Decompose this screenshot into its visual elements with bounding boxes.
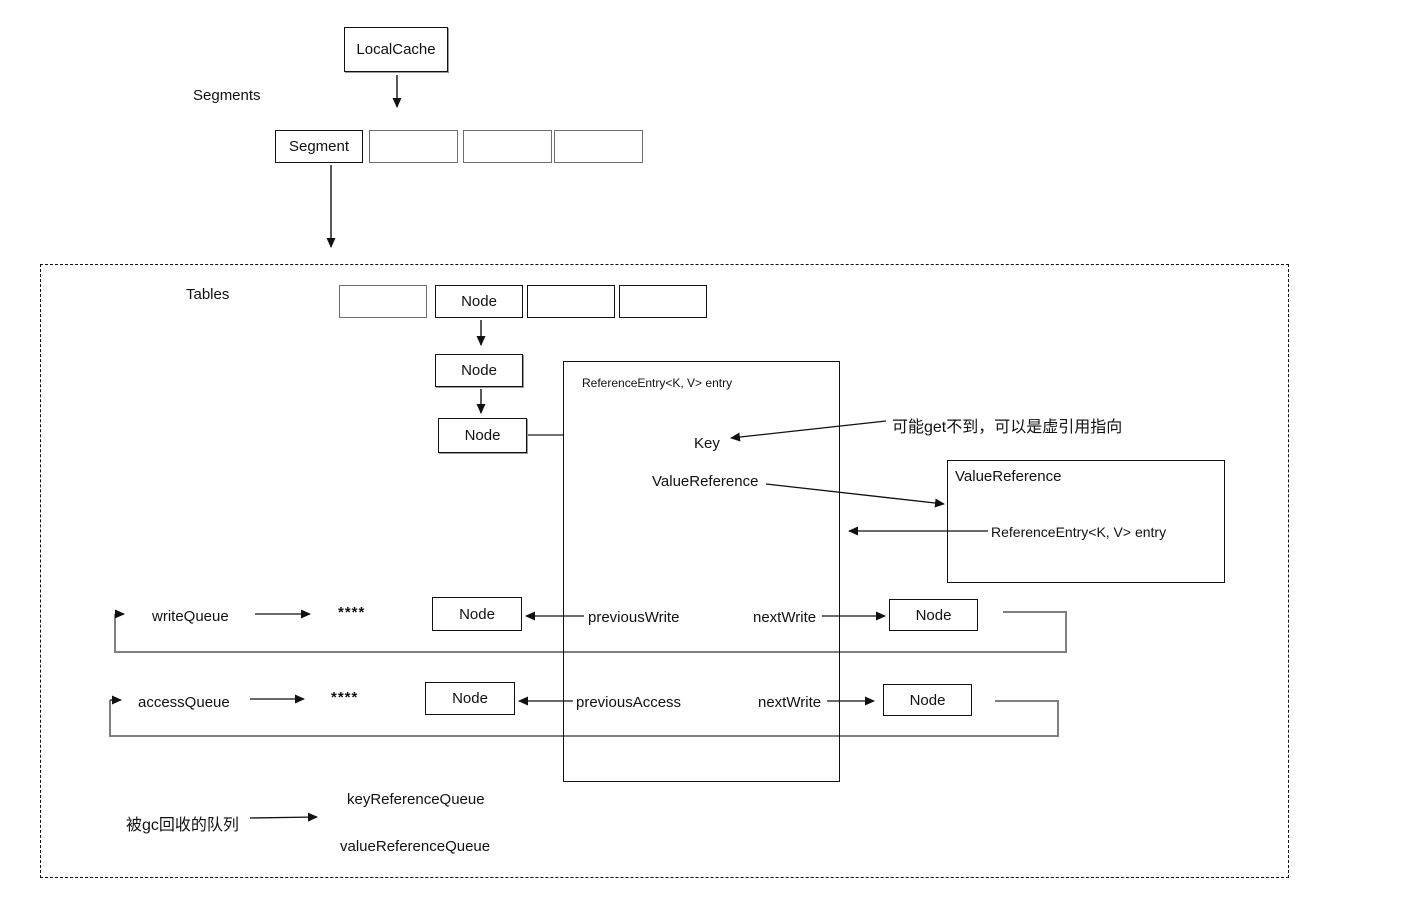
key-weak-reference-note: 可能get不到，可以是虚引用指向 xyxy=(892,419,1123,436)
table-cell-3 xyxy=(619,285,707,318)
writequeue-node-right: Node xyxy=(889,599,978,631)
valuereference-field-label: ValueReference xyxy=(652,473,759,490)
localcache-label: LocalCache xyxy=(356,41,436,58)
node-chain-box-2: Node xyxy=(438,418,527,453)
segment-cell-2 xyxy=(463,130,552,163)
node-label: Node xyxy=(459,605,495,623)
reference-entry-title: ReferenceEntry<K, V> entry xyxy=(582,376,733,390)
segment-cell-3 xyxy=(554,130,643,163)
arrow-note-to-key xyxy=(730,420,887,442)
keyreferencequeue-label: keyReferenceQueue xyxy=(347,791,485,808)
segment-cell-0: Segment xyxy=(275,130,363,163)
arrow-gcnote-to-queues xyxy=(249,812,318,822)
reference-entry-box xyxy=(563,361,840,782)
loop-writequeue xyxy=(114,611,1067,653)
node-label: Node xyxy=(464,427,501,444)
table-cell-1: Node xyxy=(435,285,523,318)
accessqueue-nextwrite-label: nextWrite xyxy=(758,694,822,711)
accessqueue-stars: **** xyxy=(331,689,359,706)
writequeue-label: writeQueue xyxy=(152,608,229,625)
localcache-box: LocalCache xyxy=(344,27,448,72)
table-cell-2 xyxy=(527,285,615,318)
valuereferencequeue-label: valueReferenceQueue xyxy=(340,838,491,855)
segment-detail-frame xyxy=(40,264,1289,878)
accessqueue-label: accessQueue xyxy=(138,694,230,711)
writequeue-node-left: Node xyxy=(432,597,522,631)
writequeue-stars: **** xyxy=(338,604,366,621)
node-chain-box-1: Node xyxy=(435,354,523,387)
table-cell-label: Node xyxy=(461,293,497,310)
valuereference-box xyxy=(947,460,1225,583)
key-field-label: Key xyxy=(694,435,720,452)
nextwrite-label: nextWrite xyxy=(753,609,817,626)
arrow-valuereference-to-box xyxy=(765,483,945,508)
node-label: Node xyxy=(461,362,497,379)
table-cell-0 xyxy=(339,285,427,318)
previousaccess-label: previousAccess xyxy=(576,694,682,711)
node-label: Node xyxy=(452,690,488,707)
valuereference-entry-label: ReferenceEntry<K, V> entry xyxy=(991,524,1167,540)
segment-cell-1 xyxy=(369,130,458,163)
node-label: Node xyxy=(915,606,952,624)
gc-queue-note: 被gc回收的队列 xyxy=(126,817,239,834)
valuereference-box-title: ValueReference xyxy=(955,468,1062,485)
tables-label: Tables xyxy=(186,286,230,303)
loop-accessqueue xyxy=(109,700,1059,737)
node-label: Node xyxy=(909,691,946,709)
accessqueue-node-right: Node xyxy=(883,684,972,716)
previouswrite-label: previousWrite xyxy=(588,609,680,626)
segments-label: Segments xyxy=(193,87,261,104)
accessqueue-node-left: Node xyxy=(425,682,515,715)
segment-cell-label: Segment xyxy=(288,138,350,155)
